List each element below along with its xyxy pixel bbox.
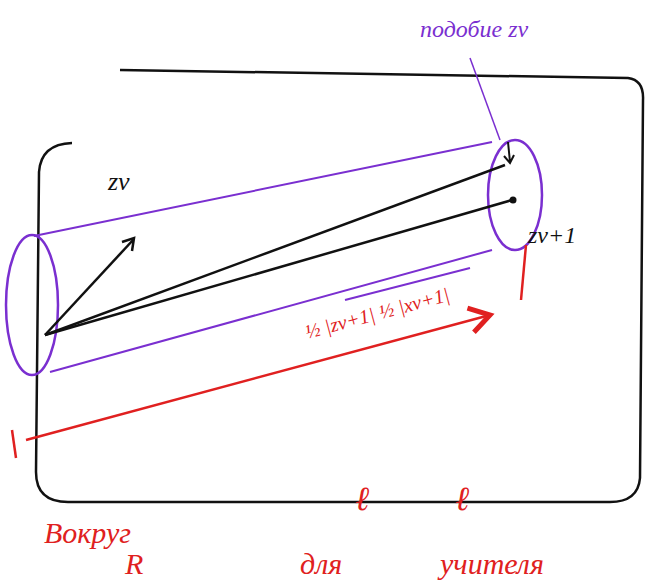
annotation: подобие zv (420, 16, 528, 42)
distance-arrow (26, 315, 490, 440)
note-word: R (125, 547, 143, 580)
note-word: учителя (440, 547, 544, 580)
cylinder-edge (34, 142, 492, 236)
cylinder-edge (50, 250, 492, 372)
region-outline (36, 70, 643, 502)
note-word: ℓ (455, 480, 469, 517)
note-word: Вокруг (44, 516, 131, 549)
note-word: ℓ (355, 480, 369, 517)
vector (45, 165, 505, 335)
tick (521, 245, 526, 300)
vector-label: zv+1 (528, 222, 576, 248)
vector-label: zv (108, 168, 130, 197)
note-word: для (300, 547, 342, 580)
vector (45, 240, 133, 335)
vector (45, 200, 512, 335)
tick (12, 430, 16, 458)
leader-line (470, 58, 500, 140)
left-ellipse (6, 235, 58, 375)
